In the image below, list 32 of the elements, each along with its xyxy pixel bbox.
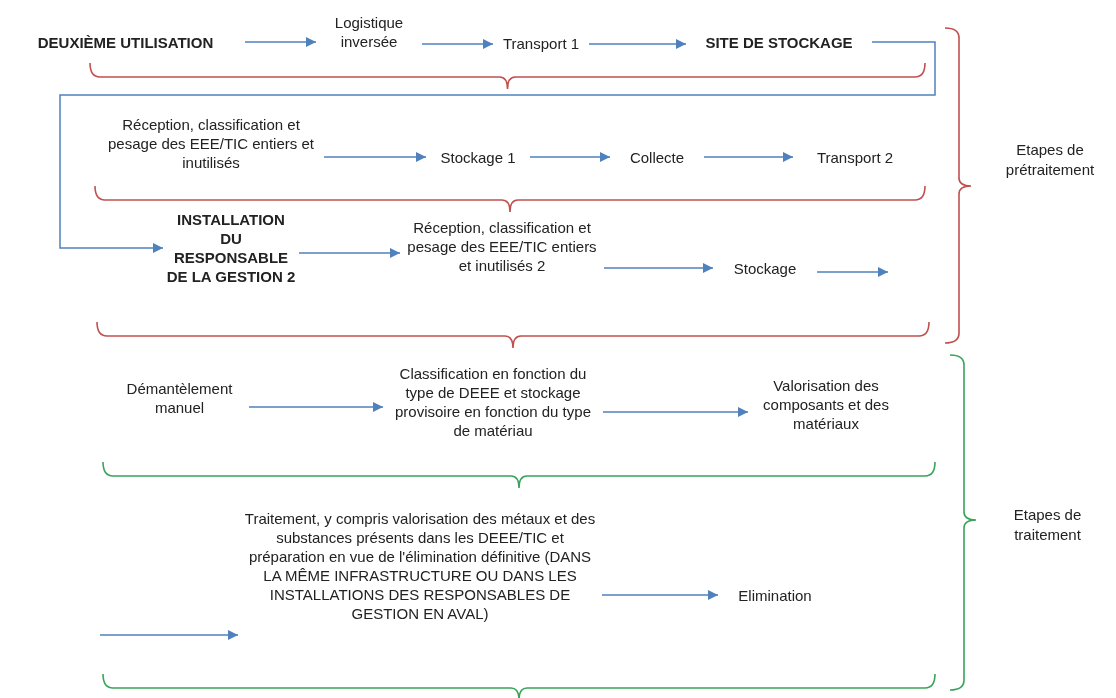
process-step-text: Démantèlement manuel — [112, 378, 247, 418]
process-step-text: DEUXIÈME UTILISATION — [8, 31, 243, 53]
process-step-text: Réception, classification et pesage des EEE/TIC entiers et inutilisés — [100, 112, 322, 174]
arrow — [603, 262, 714, 274]
arrow — [421, 38, 494, 50]
arrow — [59, 41, 936, 254]
process-step-text: Réception, classification et pesage des EEE/TIC entiers et inutilisés 2 — [402, 215, 602, 277]
process-step-text: Stockage 1 — [428, 147, 528, 167]
arrow — [298, 247, 401, 259]
process-step-text: Logistique inversée — [318, 12, 420, 52]
arrow — [703, 151, 794, 163]
process-step-text: Valorisation des composants et des matériaux — [750, 374, 902, 434]
process-step-text: INSTALLATION DU RESPONSABLE DE LA GESTION 2 — [165, 208, 297, 288]
arrow — [588, 38, 687, 50]
process-step-text: Stockage — [715, 258, 815, 278]
process-step-text: Collecte — [612, 147, 702, 167]
arrow — [816, 266, 889, 278]
process-step-text: Elimination — [720, 585, 830, 605]
stage-label: Etapes de prétraitement — [1004, 140, 1096, 180]
arrow — [323, 151, 427, 163]
arrow — [602, 406, 749, 418]
arrow — [529, 151, 611, 163]
process-step-text: SITE DE STOCKAGE — [688, 31, 870, 53]
arrow — [601, 589, 719, 601]
arrow — [99, 629, 239, 641]
arrow — [244, 36, 317, 48]
process-step-text: Transport 1 — [495, 33, 587, 53]
process-step-text: Transport 2 — [795, 147, 915, 167]
stage-label: Etapes de traitement — [1012, 505, 1083, 545]
arrow — [248, 401, 384, 413]
process-step-text: Traitement, y compris valorisation des métaux et des substances présents dans les DEEE/TIC et préparation en vue de l'élimination définitive (DANS LA MÊME INFRASTRUCTURE OU DANS LES INSTALLATIONS DES RESPONSABLES DE GESTION EN AVAL) — [240, 505, 600, 627]
process-step-text: Classification en fonction du type de DEEE et stockage provisoire en fonction du type de matériau — [385, 360, 601, 444]
